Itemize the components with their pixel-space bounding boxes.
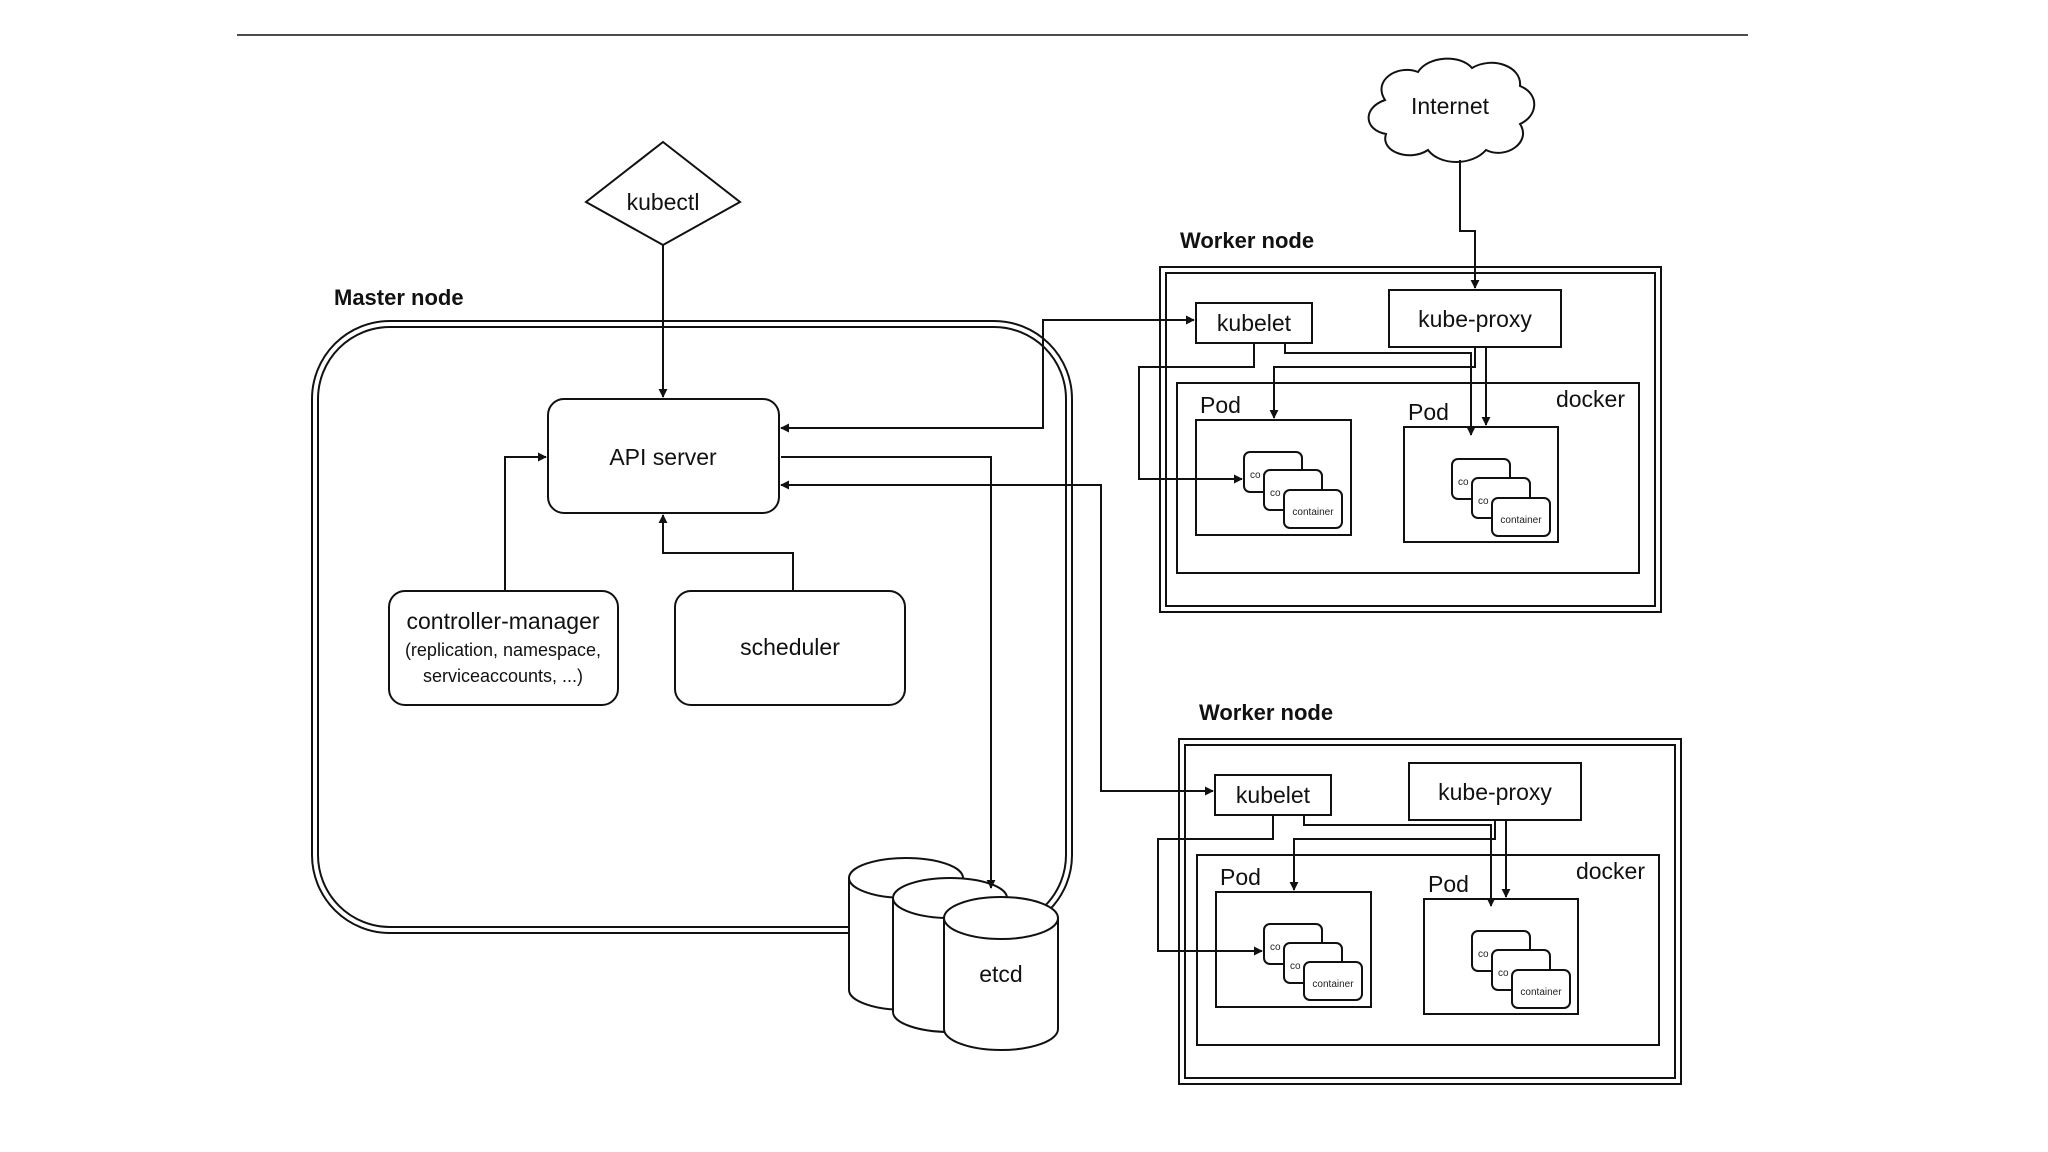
- worker-1-kubelet: kubelet: [1195, 302, 1313, 344]
- container: [1511, 969, 1571, 1009]
- container-label: co: [1458, 477, 1469, 488]
- api-server: API server: [547, 398, 780, 514]
- controller-manager-title: controller-manager: [406, 608, 599, 634]
- arrow-kubelet1-to-pod2: [1284, 343, 1476, 436]
- container-label: co: [1250, 470, 1261, 481]
- worker-node-1-title: Worker node: [1180, 228, 1314, 253]
- api-server-label: API server: [609, 444, 717, 470]
- container-label: co: [1290, 961, 1301, 972]
- worker-2-kubelet: kubelet: [1214, 774, 1332, 816]
- arrow-internet-to-kube-proxy: [1459, 160, 1480, 289]
- worker-node-2-title: Worker node: [1199, 700, 1333, 725]
- worker-1-kubelet-label: kubelet: [1217, 310, 1292, 336]
- container: [1283, 489, 1343, 529]
- container-label: co: [1478, 949, 1489, 960]
- worker-2-docker-label: docker: [1576, 858, 1645, 884]
- etcd-label: etcd: [979, 961, 1022, 987]
- arrow-kubelet2-to-pod2: [1303, 815, 1496, 907]
- worker-2-pod-2-label: Pod: [1428, 871, 1469, 897]
- arrow-scheduler-to-api: [658, 514, 794, 591]
- arrow-proxy2-to-pod1: [1289, 820, 1496, 891]
- arrow-api-worker1-kubelet: [780, 315, 1195, 433]
- worker-1-pod-2-label: Pod: [1408, 399, 1449, 425]
- kubectl-node: kubectl: [584, 140, 742, 247]
- connectors: [504, 160, 1511, 956]
- worker-2-kube-proxy: kube-proxy: [1408, 762, 1582, 821]
- worker-1-pod-1: co co container: [1195, 419, 1352, 536]
- container-label: co: [1478, 496, 1489, 507]
- container: [1491, 497, 1551, 537]
- arrow-kubelet1-to-pod1: [1138, 343, 1255, 484]
- container-label: co: [1498, 968, 1509, 979]
- master-node-title: Master node: [334, 285, 464, 310]
- controller-manager: controller-manager (replication, namespa…: [388, 590, 619, 706]
- worker-1-kube-proxy: kube-proxy: [1388, 289, 1562, 348]
- worker-1-pod-2: co co container: [1403, 426, 1559, 543]
- kubectl-label: kubectl: [627, 189, 700, 215]
- worker-1-pod-1-label: Pod: [1200, 392, 1241, 418]
- container: [1303, 961, 1363, 1001]
- container-label: co: [1270, 942, 1281, 953]
- container-label: container: [1292, 507, 1334, 518]
- container-label: container: [1500, 515, 1542, 526]
- arrow-api-worker2-kubelet: [780, 480, 1214, 796]
- container-label: container: [1312, 979, 1354, 990]
- scheduler: scheduler: [674, 590, 906, 706]
- worker-2-kubelet-label: kubelet: [1236, 782, 1311, 808]
- worker-node-1: kubelet kube-proxy docker Pod co co cont…: [1159, 266, 1662, 613]
- container-label: co: [1270, 488, 1281, 499]
- worker-2-kube-proxy-label: kube-proxy: [1438, 779, 1552, 805]
- arrow-proxy1-to-pod1: [1269, 347, 1476, 419]
- arrow-kubelet2-to-pod1: [1157, 815, 1274, 956]
- etcd-database: etcd: [848, 857, 1059, 1051]
- worker-1-kube-proxy-label: kube-proxy: [1418, 306, 1532, 332]
- controller-manager-line2: serviceaccounts, ...): [423, 666, 583, 686]
- controller-manager-line1: (replication, namespace,: [405, 640, 601, 660]
- worker-2-pod-1: co co container: [1215, 891, 1372, 1008]
- worker-2-pod-1-label: Pod: [1220, 864, 1261, 890]
- internet-label: Internet: [1411, 93, 1490, 119]
- scheduler-label: scheduler: [740, 634, 840, 660]
- container-label: container: [1520, 987, 1562, 998]
- worker-node-2: kubelet kube-proxy docker Pod co co cont…: [1178, 738, 1682, 1085]
- internet-cloud: Internet: [1367, 57, 1536, 163]
- worker-2-pod-2: co co container: [1423, 898, 1579, 1015]
- worker-1-docker-label: docker: [1556, 386, 1625, 412]
- arrow-controller-to-api: [504, 452, 547, 591]
